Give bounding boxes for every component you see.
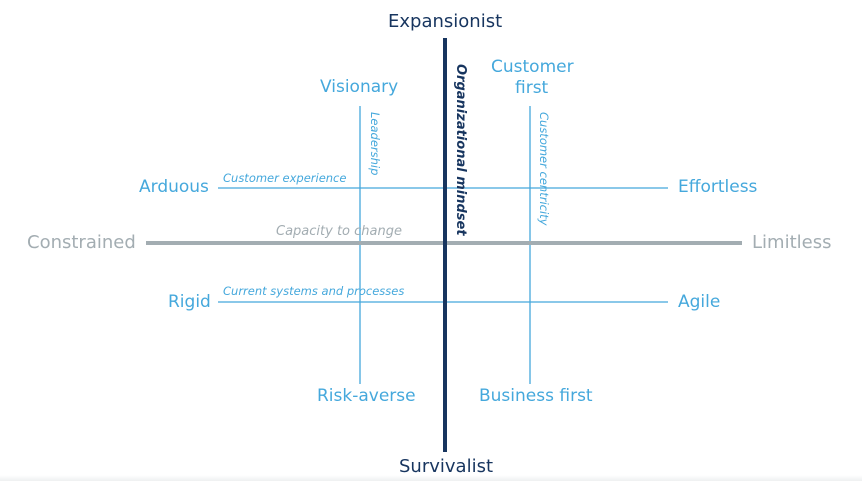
arduous-label: Arduous	[139, 177, 209, 197]
bottom-edge-shade	[0, 475, 862, 481]
visionary-label: Visionary	[320, 77, 399, 97]
survivalist-label: Survivalist	[399, 456, 494, 477]
limitless-label: Limitless	[752, 232, 832, 253]
effortless-label: Effortless	[678, 177, 758, 197]
expansionist-label: Expansionist	[388, 11, 503, 32]
customer-experience-axis-title: Customer experience	[223, 171, 347, 185]
rigid-label: Rigid	[168, 292, 211, 312]
business-first-label: Business first	[479, 386, 593, 406]
customer-first-label-line1: Customer	[491, 57, 574, 77]
customer-first-label-line2: first	[515, 78, 549, 98]
risk-averse-label: Risk-averse	[317, 386, 416, 406]
leadership-axis-title: Leadership	[368, 112, 382, 176]
organizational-mindset-title: Organizational mindset	[453, 64, 468, 236]
constrained-label: Constrained	[27, 232, 136, 253]
systems-processes-axis-title: Current systems and processes	[223, 284, 405, 298]
capacity-to-change-title: Capacity to change	[276, 224, 402, 239]
agile-label: Agile	[678, 292, 721, 312]
customer-centricity-axis-title: Customer centricity	[537, 112, 551, 226]
